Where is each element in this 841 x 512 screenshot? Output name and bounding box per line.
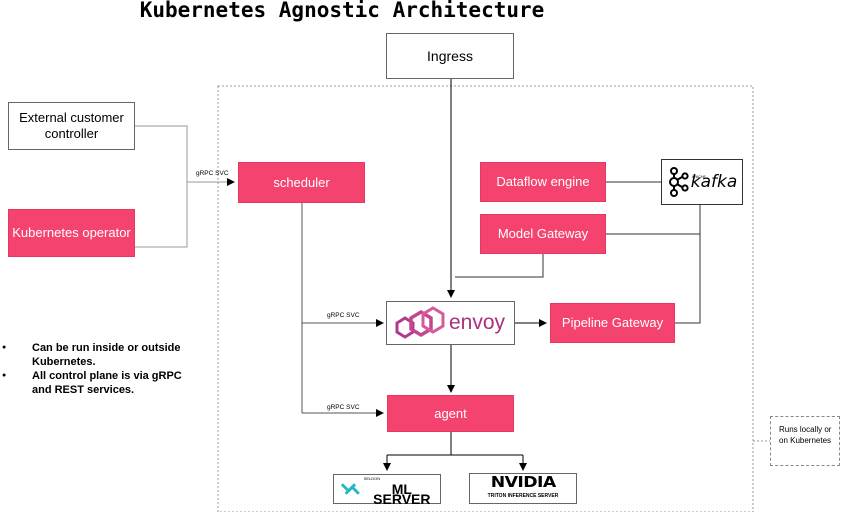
edge-external-to-scheduler (135, 125, 188, 182)
model-gateway-node: Model Gateway (480, 214, 606, 254)
cluster-boundary (217, 85, 754, 512)
edge-modelgw-to-envoy (455, 254, 544, 278)
runs-locally-note: Runs locally or on Kubernetes (770, 416, 840, 466)
note-item: Can be run inside or outside Kubernetes. (2, 341, 202, 369)
mlserver-wordmark: ML SERVER (373, 481, 431, 507)
mlserver-node: SELDON ML SERVER (333, 474, 441, 507)
edge-kafka-to-pipeline (675, 205, 701, 324)
edge-label-grpc-agent: gRPC SVC (327, 404, 360, 411)
pipeline-gateway-node: Pipeline Gateway (550, 303, 675, 343)
edge-label-grpc-envoy: gRPC SVC (327, 312, 360, 319)
edge-operator-to-scheduler (135, 182, 188, 248)
envoy-node: envoy (386, 301, 515, 345)
kafka-node: APACHE kafka (661, 159, 743, 205)
note-item: All control plane is via gRPC and REST s… (2, 369, 202, 397)
envoy-wordmark: envoy (449, 311, 506, 334)
external-controller-node: External customer controller (8, 102, 135, 150)
envoy-logo-icon (395, 306, 445, 339)
dataflow-engine-node: Dataflow engine (480, 162, 606, 202)
scheduler-node: scheduler (238, 162, 365, 203)
kafka-logo-icon (668, 167, 689, 197)
kafka-apache-label: APACHE (691, 174, 706, 179)
agent-node: agent (387, 395, 514, 432)
edge-label-grpc-scheduler: gRPC SVC (196, 170, 229, 177)
triton-node: NVIDIA TRITON INFERENCE SERVER (469, 473, 577, 504)
kafka-wordmark: kafka (690, 171, 738, 192)
mlserver-seldon-label: SELDON (363, 476, 381, 481)
ingress-node: Ingress (386, 33, 514, 79)
notes-list: Can be run inside or outside Kubernetes.… (2, 341, 202, 397)
diagram-title: Kubernetes Agnostic Architecture (139, 0, 545, 22)
kubernetes-operator-node: Kubernetes operator (8, 209, 135, 257)
mlserver-logo-icon (340, 483, 360, 495)
nvidia-wordmark: NVIDIA (490, 472, 556, 491)
triton-label: TRITON INFERENCE SERVER (487, 492, 559, 499)
